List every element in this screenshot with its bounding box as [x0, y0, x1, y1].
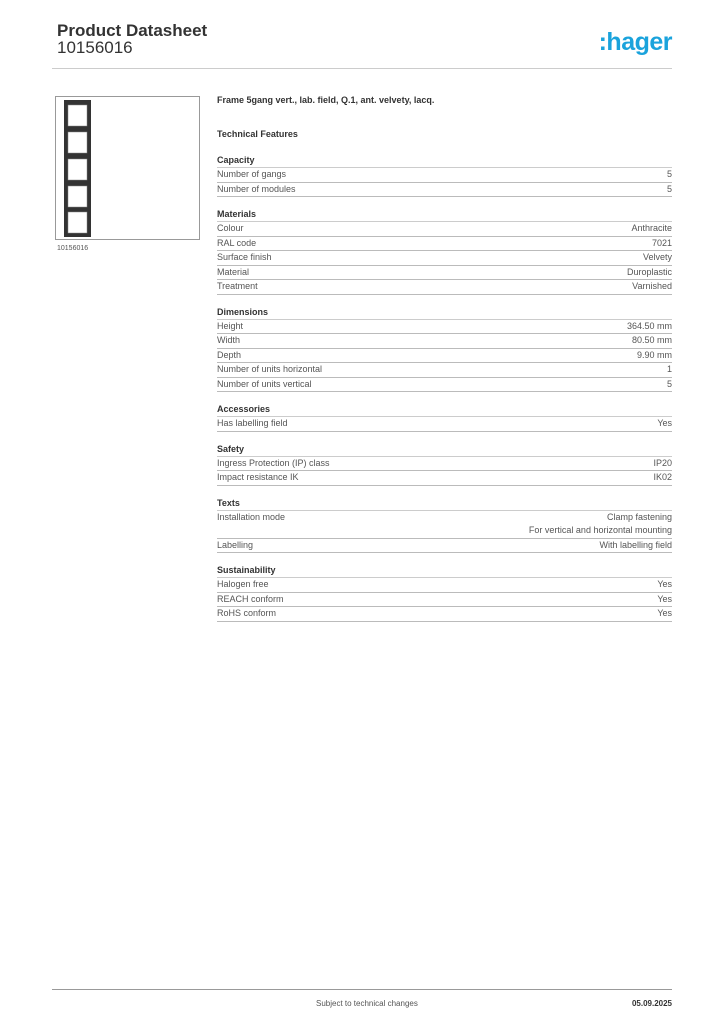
- section-title: Accessories: [217, 404, 672, 417]
- row-value: Yes: [657, 608, 672, 618]
- table-row: Material Duroplastic: [217, 266, 672, 280]
- row-value: Clamp fastening For vertical and horizon…: [528, 511, 672, 536]
- row-label: Labelling: [217, 539, 254, 550]
- row-value: With labelling field: [599, 539, 672, 550]
- row-value: 5: [666, 378, 672, 389]
- row-label: Treatment: [217, 281, 258, 291]
- table-row: Number of units vertical 5: [217, 378, 672, 392]
- row-label: Has labelling field: [217, 418, 288, 428]
- header-divider: [52, 68, 672, 69]
- table-row: Colour Anthracite: [217, 222, 672, 237]
- table-row: Halogen free Yes: [217, 578, 672, 593]
- row-value: IK02: [653, 472, 672, 482]
- row-value: 9.90 mm: [636, 349, 672, 360]
- section-title: Capacity: [217, 155, 672, 168]
- table-row: Depth 9.90 mm: [217, 349, 672, 363]
- row-value: 364.50 mm: [626, 320, 672, 331]
- row-value: IP20: [653, 457, 672, 468]
- footer-note: Subject to technical changes: [316, 999, 418, 1008]
- row-value: Duroplastic: [626, 266, 672, 277]
- row-value: 1: [666, 364, 672, 374]
- section-title: Sustainability: [217, 565, 672, 578]
- row-value: Anthracite: [631, 223, 672, 233]
- page-title: Product Datasheet: [57, 21, 208, 40]
- row-value: 7021: [651, 237, 672, 248]
- row-label: Number of units horizontal: [217, 364, 323, 374]
- table-row: Height 364.50 mm: [217, 320, 672, 334]
- row-label: Number of gangs: [217, 169, 287, 179]
- frame-image: [64, 100, 91, 237]
- footer-date: 05.09.2025: [631, 999, 672, 1008]
- row-label: Material: [217, 266, 250, 277]
- table-row: Ingress Protection (IP) class IP20: [217, 457, 672, 471]
- row-label: REACH conform: [217, 593, 284, 604]
- row-value: Varnished: [632, 281, 672, 291]
- table-row: RoHS conform Yes: [217, 607, 672, 622]
- row-label: Number of units vertical: [217, 378, 312, 389]
- table-row: Surface finish Velvety: [217, 251, 672, 266]
- table-row: RAL code 7021: [217, 237, 672, 251]
- table-row: REACH conform Yes: [217, 593, 672, 607]
- row-value: Yes: [657, 418, 672, 428]
- product-description: Frame 5gang vert., lab. field, Q.1, ant.…: [217, 95, 435, 105]
- product-code: 10156016: [57, 38, 133, 57]
- row-label: Surface finish: [217, 252, 272, 262]
- technical-features-title: Technical Features: [217, 129, 298, 139]
- table-row: Has labelling field Yes: [217, 417, 672, 432]
- row-label: Depth: [217, 349, 242, 360]
- table-row: Impact resistance IK IK02: [217, 471, 672, 486]
- row-label: RAL code: [217, 237, 257, 248]
- section-title: Materials: [217, 209, 672, 222]
- row-value: Yes: [657, 579, 672, 589]
- image-caption: 10156016: [57, 245, 89, 252]
- table-row: Installation mode Clamp fastening For ver…: [217, 511, 672, 539]
- row-label: Impact resistance IK: [217, 472, 299, 482]
- row-label: Number of modules: [217, 183, 296, 194]
- section-title: Dimensions: [217, 307, 672, 320]
- row-label: Width: [217, 335, 241, 345]
- row-label: Halogen free: [217, 579, 269, 589]
- row-label: Colour: [217, 223, 244, 233]
- row-label: RoHS conform: [217, 608, 277, 618]
- row-label: Ingress Protection (IP) class: [217, 457, 330, 468]
- row-value: 5: [666, 169, 672, 179]
- section-title: Safety: [217, 444, 672, 457]
- row-value: 80.50 mm: [631, 335, 672, 345]
- section-title: Texts: [217, 498, 672, 511]
- row-value: Velvety: [642, 252, 672, 262]
- footer-divider: [52, 989, 672, 990]
- row-value: 5: [666, 183, 672, 194]
- table-row: Number of modules 5: [217, 183, 672, 197]
- hager-logo: :hager: [598, 28, 673, 56]
- table-row: Width 80.50 mm: [217, 334, 672, 349]
- table-row: Labelling With labelling field: [217, 539, 672, 553]
- main-content: Frame 5gang vert., lab. field, Q.1, ant.…: [217, 95, 672, 622]
- row-value: Yes: [657, 593, 672, 604]
- table-row: Number of units horizontal 1: [217, 363, 672, 378]
- product-image: [55, 96, 200, 240]
- table-row: Treatment Varnished: [217, 280, 672, 295]
- row-label: Height: [217, 320, 244, 331]
- table-row: Number of gangs 5: [217, 168, 672, 183]
- row-label: Installation mode: [217, 511, 286, 522]
